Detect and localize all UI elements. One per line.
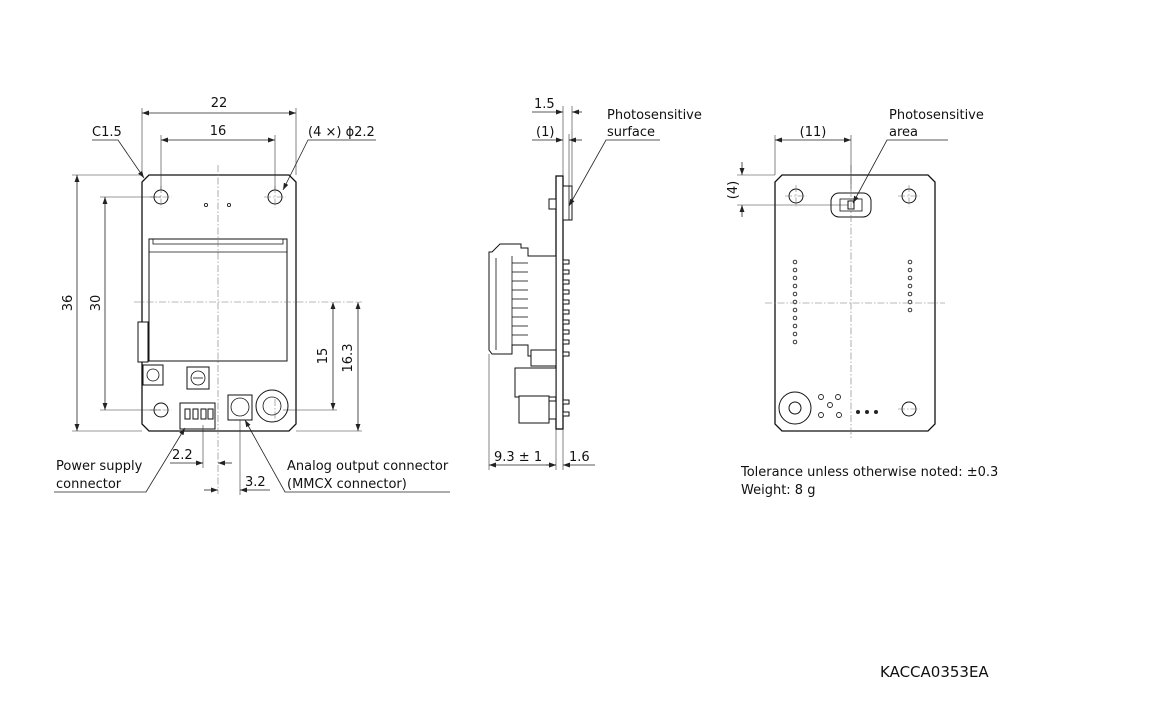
photo-area-line2: area	[889, 125, 918, 140]
chamfer-label: C1.5	[92, 125, 122, 140]
analog-label-line2: (MMCX connector)	[287, 477, 407, 492]
dim-height-holes: 30	[89, 295, 104, 312]
photo-area-leader	[852, 139, 948, 204]
photo-area-line1: Photosensitive	[889, 108, 984, 123]
side-lower-component	[514, 367, 557, 398]
chamfer-leader	[92, 139, 145, 179]
back-small-pads	[818, 394, 878, 418]
large-hole-icon	[255, 389, 289, 423]
holes-note: (4 ×) ϕ2.2	[308, 125, 375, 140]
photo-surface-line2: surface	[607, 125, 655, 140]
photo-surface-leader	[568, 139, 660, 207]
mmcx-connector-icon	[230, 397, 250, 417]
dim-4: (4)	[726, 181, 741, 199]
dim-3-2: 3.2	[245, 475, 266, 490]
power-connector-leader	[54, 427, 186, 493]
front-inductor	[142, 364, 164, 386]
dim-9-3: 9.3 ± 1	[494, 450, 542, 465]
dim-1-5: 1.5	[534, 97, 555, 112]
side-pcb	[555, 175, 564, 430]
front-view: 22 16 C1.5 (4 ×) ϕ2.2 36 30 15 16.3	[54, 96, 450, 495]
tolerance-note: Tolerance unless otherwise noted: ±0.3	[740, 465, 998, 480]
dim-1: (1)	[536, 125, 554, 140]
back-pads-right	[907, 259, 913, 313]
analog-connector-leader	[244, 419, 450, 493]
dim-1-6: 1.6	[569, 450, 590, 465]
drawing-code: KACCA0353EA	[880, 663, 989, 681]
potentiometer-knob-icon	[190, 370, 206, 386]
side-mmcx	[518, 395, 550, 424]
back-pads-left	[792, 259, 798, 345]
side-view: 1.5 (1) Photosensitive surface 9.3 ± 1 1…	[488, 97, 702, 470]
front-side-component	[137, 321, 149, 363]
dim-16-3: 16.3	[341, 344, 356, 373]
weight-note: Weight: 8 g	[741, 483, 815, 498]
dim-2-2: 2.2	[172, 448, 193, 463]
photo-surface-line1: Photosensitive	[607, 108, 702, 123]
side-module	[488, 243, 557, 357]
marker-dot-icon	[226, 202, 232, 208]
dim-11: (11)	[800, 125, 827, 140]
analog-label-line1: Analog output connector	[287, 459, 449, 474]
power-label-line1: Power supply	[56, 459, 143, 474]
marker-dot-icon	[203, 202, 209, 208]
dim-width-total: 22	[211, 96, 228, 111]
dim-15: 15	[316, 348, 331, 365]
dim-width-holes: 16	[210, 124, 227, 139]
back-view: (11) (4) Photosensitive area	[726, 108, 984, 440]
dim-height-total: 36	[61, 295, 76, 312]
holes-leader	[282, 139, 376, 191]
power-label-line2: connector	[56, 477, 122, 492]
